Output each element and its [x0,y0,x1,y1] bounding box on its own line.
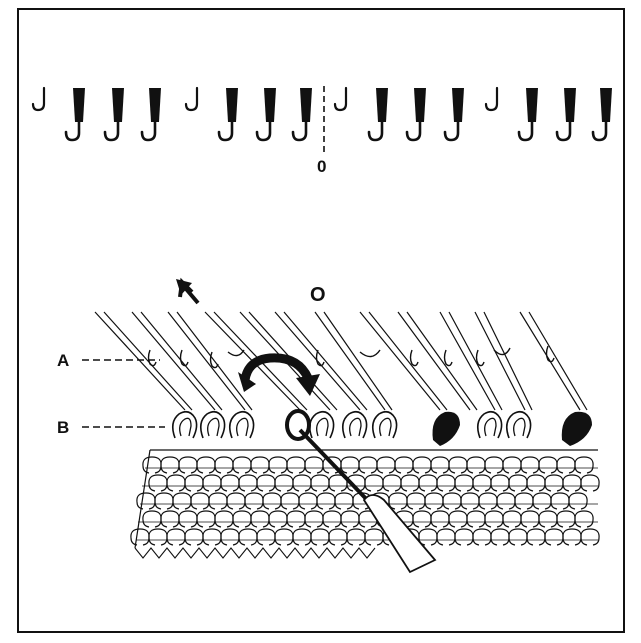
non-working-needle [486,88,497,110]
knitted-fabric [131,450,599,558]
non-working-needle [33,88,44,110]
working-needle [445,88,464,140]
transfer-arrow-icon [238,358,320,396]
working-needle [557,88,576,140]
center-zero-label: 0 [317,157,326,176]
working-needle [293,88,312,140]
working-needle [257,88,276,140]
working-needle [66,88,85,140]
row-b-stitch-loops [173,412,531,438]
needle-shanks [95,312,587,410]
working-needle [369,88,388,140]
working-needle [593,88,612,140]
label-a: A [57,351,69,370]
label-b: B [57,418,69,437]
working-needle [519,88,538,140]
needle-bed: 0 [33,86,612,176]
working-needle [219,88,238,140]
working-needle [105,88,124,140]
knitting-detail: O A B [57,279,599,572]
non-working-needle [186,88,197,110]
center-o-label: O [310,284,326,306]
working-needle [142,88,161,140]
working-needle [407,88,426,140]
non-working-needle [335,88,346,110]
